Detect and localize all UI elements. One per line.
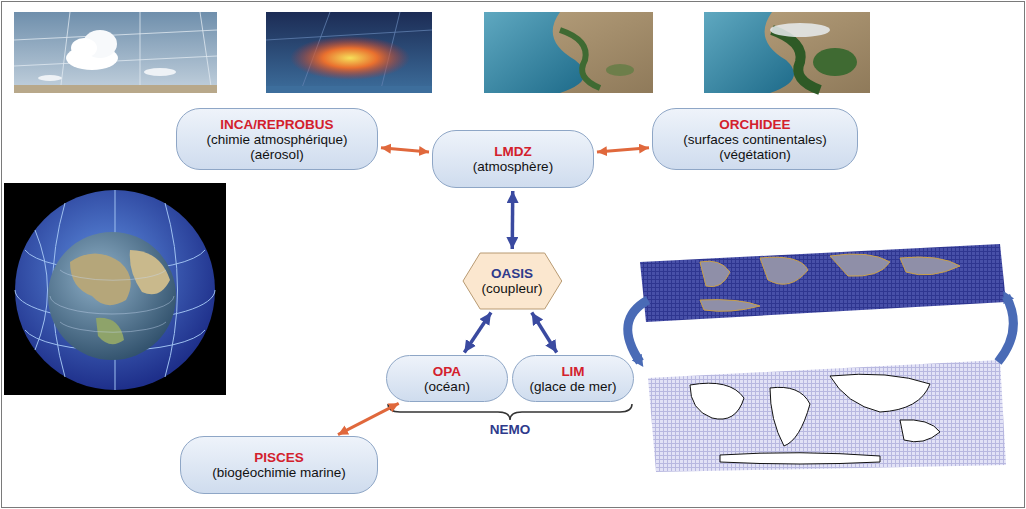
model-role: (chimie atmosphérique) — [206, 132, 347, 147]
drawing-part — [144, 68, 176, 76]
coupling-arrow — [464, 312, 491, 352]
drawing-part — [813, 48, 857, 76]
coupling-arrow — [338, 403, 399, 434]
model-box: OPA(océan) — [386, 355, 508, 402]
drawing-part — [50, 270, 174, 332]
drawing-part — [71, 38, 97, 58]
drawing-part — [4, 183, 226, 395]
model-box: LIM(glace de mer) — [512, 355, 634, 402]
drawing-part — [96, 318, 124, 344]
aerosol-thumbnail — [266, 12, 432, 93]
coupling-arrow — [597, 148, 649, 152]
drawing-part — [704, 12, 870, 93]
hexagon-shape — [463, 253, 562, 309]
drawing-part — [770, 23, 830, 37]
model-box: ORCHIDEE(surfaces continentales)(végétat… — [652, 108, 858, 170]
model-name: LMDZ — [494, 144, 532, 159]
coupled-grids — [628, 244, 1014, 472]
drawing-part — [266, 86, 432, 93]
model-role: (aérosol) — [250, 147, 303, 162]
model-role: (biogéochimie marine) — [212, 465, 346, 480]
model-name: INCA/REPROBUS — [220, 117, 333, 132]
model-role: (coupleur) — [482, 281, 543, 296]
drawing-part — [70, 254, 131, 306]
drawing-part — [560, 30, 600, 88]
drawing-part — [14, 85, 217, 93]
drawing-part — [14, 12, 217, 93]
model-name: ORCHIDEE — [719, 117, 790, 132]
coupler-hexagon: OASIS(coupleur) — [462, 252, 563, 310]
vegetation-thumbnail — [704, 12, 870, 93]
coupling-arrow — [511, 191, 515, 249]
model-name: OASIS — [491, 266, 533, 281]
model-name: PISCES — [254, 450, 304, 465]
group-label: NEMO — [460, 422, 560, 437]
cloud-thumbnail — [14, 12, 217, 93]
globe-grid — [4, 183, 226, 395]
drawing-part — [690, 374, 940, 464]
drawing-part — [484, 12, 653, 93]
model-box: INCA/REPROBUS(chimie atmosphérique)(aéro… — [176, 108, 378, 170]
drawing-part — [700, 254, 960, 311]
drawing-part — [266, 12, 432, 93]
drawing-part — [290, 36, 410, 80]
model-name: OPA — [433, 364, 461, 379]
drawing-part — [38, 75, 62, 81]
coast-thumbnail — [484, 12, 653, 93]
model-role: (surfaces continentales) — [683, 132, 826, 147]
drawing-part — [15, 190, 215, 390]
drawing-part — [772, 30, 820, 90]
drawing-part — [266, 12, 432, 93]
drawing-part — [648, 360, 1006, 472]
drawing-part — [14, 12, 217, 93]
model-role: (atmosphère) — [473, 159, 553, 174]
drawing-part — [15, 190, 215, 390]
coupling-arrow — [381, 148, 429, 152]
drawing-part — [704, 12, 794, 93]
model-role: (océan) — [424, 379, 470, 394]
drawing-part — [48, 232, 176, 360]
drawing-part — [130, 250, 170, 294]
drawing-part — [628, 300, 648, 362]
drawing-part — [606, 64, 634, 76]
model-role: (glace de mer) — [529, 379, 616, 394]
coupling-arrow — [532, 313, 557, 353]
drawing-part — [640, 244, 1006, 322]
model-box: LMDZ(atmosphère) — [432, 130, 594, 188]
model-role: (végétation) — [719, 147, 790, 162]
model-box: PISCES(biogéochimie marine) — [180, 436, 378, 494]
model-name: LIM — [561, 364, 584, 379]
drawing-part — [998, 296, 1013, 362]
nemo-brace — [388, 404, 632, 420]
drawing-part — [484, 12, 585, 93]
